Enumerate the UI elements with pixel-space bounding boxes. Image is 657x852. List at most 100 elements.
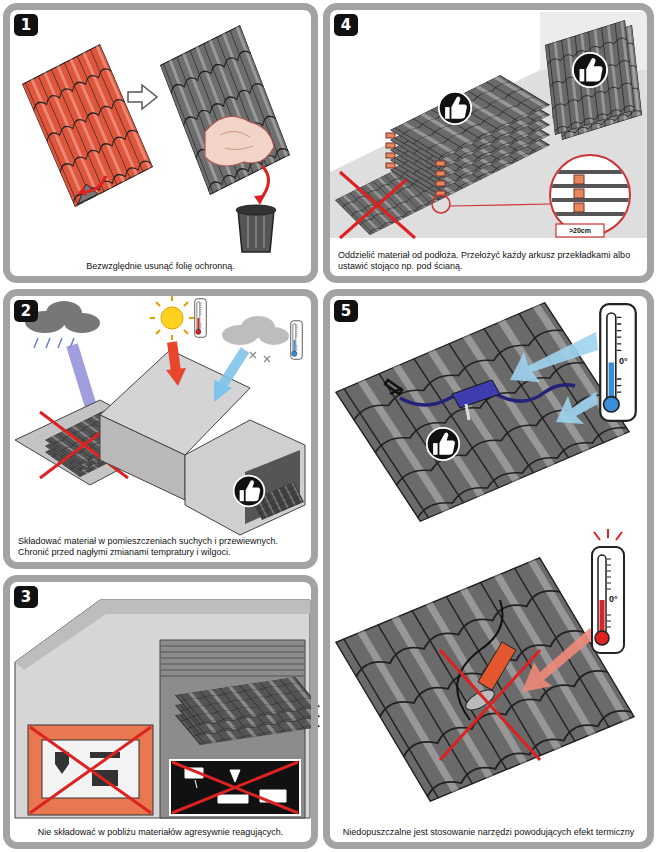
gray-tile-sheet: [160, 25, 290, 195]
protective-film: [220, 131, 253, 149]
step-badge: 2: [14, 300, 38, 322]
sun: [150, 296, 206, 386]
detail-callout: [432, 155, 630, 237]
gray-tile-sheet: [160, 25, 290, 195]
standing-tiles: [573, 53, 607, 87]
panel-caption: Niedopuszczalne jest stosowanie narzędzi…: [338, 827, 639, 838]
red-tile-sheet: [78, 184, 98, 204]
tiles-on-ground: [340, 172, 415, 238]
instruction-panel: Oddzielić materiał od podłoża. Przełożyć…: [323, 3, 654, 283]
corrosive-warning-sign: [170, 760, 300, 815]
transition-arrow: [128, 85, 157, 109]
red-tile-sheet: [22, 44, 153, 207]
instruction-panel: Niedopuszczalne jest stosowanie narzędzi…: [323, 289, 654, 849]
tile-stack-with-spacers: [386, 75, 550, 200]
step-badge: 3: [14, 586, 38, 608]
protective-film: [205, 116, 274, 166]
detail-callout: [550, 155, 630, 235]
tile-stack-with-spacers: [390, 75, 550, 160]
step-number: 3: [21, 586, 31, 608]
temperature-label: 0°: [619, 356, 628, 367]
tile-stack-with-spacers: [436, 161, 445, 166]
instruction-panel: Nie składować w pobliżu materiałów agres…: [3, 575, 318, 849]
step-number: 5: [341, 300, 351, 322]
trash-can: [236, 205, 276, 252]
cold-thermometer: [510, 332, 598, 382]
tile-stack-with-spacers: [436, 171, 445, 176]
trash-can: [248, 216, 264, 248]
roof-with-hand-tool: [385, 380, 402, 394]
panel-caption: Składować materiał w pomieszczeniach suc…: [18, 536, 303, 558]
panel-caption: Nie składować w pobliżu materiałów agres…: [18, 827, 303, 838]
step-number: 4: [341, 14, 351, 36]
chemicals-box: [30, 727, 151, 813]
dimension-label: >20cm: [569, 225, 591, 236]
tile-stack-with-spacers: [386, 133, 395, 138]
cold-thermometer: [600, 304, 636, 421]
house: [100, 415, 185, 500]
storage-building: [15, 600, 320, 818]
sun: [195, 299, 207, 338]
roof-with-power-tool: [335, 557, 635, 802]
tile-stack-with-spacers: [436, 181, 445, 186]
chemicals-box: [28, 725, 153, 815]
storage-building: [175, 677, 320, 725]
standing-tiles: [545, 20, 635, 135]
sun: [172, 342, 176, 372]
tile-stack-with-spacers: [439, 92, 471, 124]
rain-cloud: [72, 345, 92, 410]
detail-callout: [574, 203, 584, 212]
hot-thermometer: [594, 529, 622, 540]
corrosive-warning-sign: [170, 760, 300, 815]
snow-cloud: [291, 321, 303, 360]
corrosive-warning-sign: [172, 762, 298, 813]
detail-callout: [552, 172, 630, 214]
step-number: 1: [21, 14, 31, 36]
detail-callout: [552, 172, 630, 214]
protective-film: [260, 166, 269, 200]
panel-caption: Oddzielić materiał od podłoża. Przełożyć…: [338, 250, 639, 272]
snow-cloud: [259, 327, 289, 345]
cold-thermometer: [510, 304, 636, 424]
protective-film: [205, 116, 274, 205]
standing-tiles: [545, 20, 642, 140]
temperature-label: 0°: [609, 594, 618, 605]
trash-can: [236, 205, 276, 215]
garage: [185, 420, 305, 535]
snow-cloud: [222, 350, 245, 386]
chemicals-box: [28, 725, 153, 815]
hot-thermometer: [522, 628, 594, 692]
sun: [161, 307, 183, 329]
instruction-panel: Bezwzględnie usunąć folię ochronną.1: [3, 3, 318, 283]
garage: [185, 420, 305, 535]
red-tile-sheet: [86, 176, 106, 192]
trash-can: [238, 210, 274, 252]
rain-cloud: [64, 313, 100, 333]
detail-callout: [450, 204, 550, 206]
step-badge: 5: [334, 300, 358, 322]
protective-film: [254, 195, 265, 205]
roof-with-power-tool: [440, 650, 540, 760]
snow-cloud: [214, 316, 302, 402]
step-badge: 1: [14, 14, 38, 36]
tile-stack-with-spacers: [386, 163, 395, 168]
instruction-panel: Składować materiał w pomieszczeniach suc…: [3, 289, 318, 569]
roof-with-hand-tool: [335, 302, 630, 522]
snow-cloud: [214, 380, 232, 402]
garage: [234, 476, 265, 507]
roof-with-hand-tool: [466, 404, 469, 420]
cold-thermometer: [556, 392, 598, 424]
sun: [150, 296, 194, 340]
detail-callout: [574, 175, 584, 184]
transition-arrow: [128, 85, 157, 109]
detail-callout: [574, 189, 584, 198]
roof-with-hand-tool: [335, 302, 630, 522]
detail-callout: [432, 195, 450, 213]
wall-and-floor: [330, 12, 647, 238]
tile-stack-with-spacers: [386, 143, 395, 148]
hot-thermometer: [522, 529, 624, 692]
step-number: 2: [21, 300, 31, 322]
step-badge: 4: [334, 14, 358, 36]
